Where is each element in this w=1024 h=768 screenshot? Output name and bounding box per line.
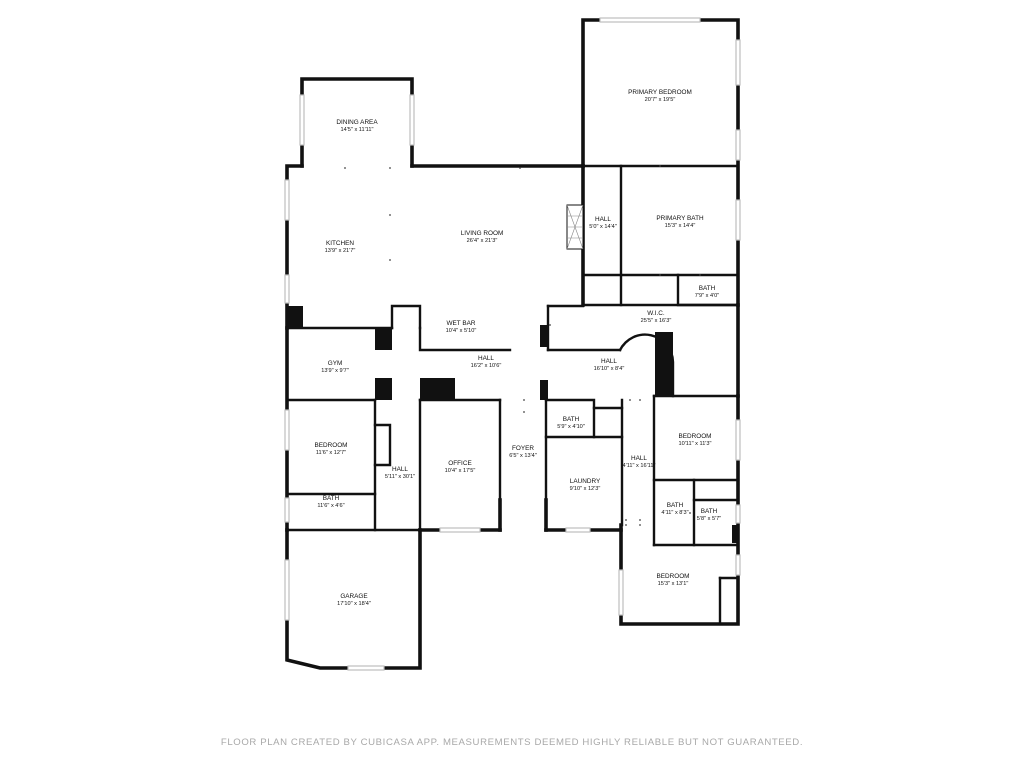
office-label: OFFICE bbox=[448, 460, 471, 467]
primary-bedroom-dims: 20'7" x 19'5" bbox=[645, 97, 676, 103]
bath-a-dims: 7'9" x 4'0" bbox=[695, 293, 719, 299]
bath-d-dims: 4'11" x 8'3" bbox=[661, 510, 688, 516]
bedroom-b-label: BEDROOM bbox=[678, 433, 711, 440]
bedroom-c-label: BEDROOM bbox=[656, 573, 689, 580]
bath-e-label: BATH bbox=[701, 508, 718, 515]
hall-c-dims: 16'10" x 8'4" bbox=[594, 366, 625, 372]
bath-b-label: BATH bbox=[563, 416, 580, 423]
hall-e-label: HALL bbox=[631, 455, 647, 462]
foyer-label: FOYER bbox=[512, 445, 534, 452]
dining-area-label: DINING AREA bbox=[336, 119, 378, 126]
bath-b-dims: 5'9" x 4'10" bbox=[557, 424, 585, 430]
wic-dims: 25'5" x 16'3" bbox=[641, 318, 672, 324]
bedroom-a-label: BEDROOM bbox=[314, 442, 347, 449]
hall-e-dims: 4'11" x 16'11" bbox=[623, 463, 656, 469]
living-room-dims: 26'4" x 21'3" bbox=[467, 238, 498, 244]
hall-a-label: HALL bbox=[595, 216, 611, 223]
hall-b-dims: 16'2" x 10'6" bbox=[471, 363, 502, 369]
bath-c-dims: 11'6" x 4'6" bbox=[317, 503, 344, 509]
primary-bath-label: PRIMARY BATH bbox=[656, 215, 704, 222]
kitchen-label: KITCHEN bbox=[326, 240, 354, 247]
wet-bar-label: WET BAR bbox=[447, 320, 476, 327]
office-dims: 10'4" x 17'5" bbox=[445, 468, 476, 474]
bedroom-a-dims: 11'6" x 12'7" bbox=[316, 450, 346, 456]
bedroom-c-dims: 15'3" x 13'1" bbox=[658, 581, 689, 587]
dining-area-dims: 14'5" x 11'11" bbox=[341, 127, 374, 133]
room-labels: DINING AREA 14'5" x 11'11" KITCHEN 13'9"… bbox=[314, 89, 721, 607]
bath-d-label: BATH bbox=[667, 502, 684, 509]
door-markers bbox=[344, 165, 701, 526]
bath-a-label: BATH bbox=[699, 285, 716, 292]
laundry-label: LAUNDRY bbox=[570, 478, 601, 485]
windows bbox=[284, 17, 741, 671]
primary-bedroom-label: PRIMARY BEDROOM bbox=[628, 89, 692, 96]
living-room-label: LIVING ROOM bbox=[461, 230, 504, 237]
interior-walls bbox=[285, 164, 740, 626]
hall-c-label: HALL bbox=[601, 358, 617, 365]
bath-c-label: BATH bbox=[323, 495, 340, 502]
hall-a-dims: 5'0" x 14'4" bbox=[589, 224, 617, 230]
hall-d-label: HALL bbox=[392, 466, 408, 473]
laundry-dims: 9'10" x 12'3" bbox=[570, 486, 601, 492]
bedroom-b-dims: 10'11" x 11'3" bbox=[679, 441, 712, 447]
kitchen-dims: 13'9" x 21'7" bbox=[325, 248, 356, 254]
disclaimer-text: FLOOR PLAN CREATED BY CUBICASA APP. MEAS… bbox=[220, 737, 804, 748]
hall-d-dims: 5'11" x 30'1" bbox=[385, 474, 415, 480]
gym-dims: 13'9" x 9'7" bbox=[321, 368, 349, 374]
gym-label: GYM bbox=[328, 360, 343, 367]
primary-bath-dims: 15'3" x 14'4" bbox=[665, 223, 696, 229]
wet-bar-dims: 10'4" x 5'10" bbox=[446, 328, 477, 334]
wic-label: W.I.C. bbox=[647, 310, 665, 317]
solid-blocks bbox=[287, 306, 738, 543]
bath-e-dims: 5'8" x 5'7" bbox=[697, 516, 721, 522]
hall-b-label: HALL bbox=[478, 355, 494, 362]
foyer-dims: 6'5" x 13'4" bbox=[509, 453, 537, 459]
garage-dims: 17'10" x 18'4" bbox=[337, 601, 371, 607]
fireplace bbox=[566, 204, 584, 250]
garage-label: GARAGE bbox=[340, 593, 367, 600]
